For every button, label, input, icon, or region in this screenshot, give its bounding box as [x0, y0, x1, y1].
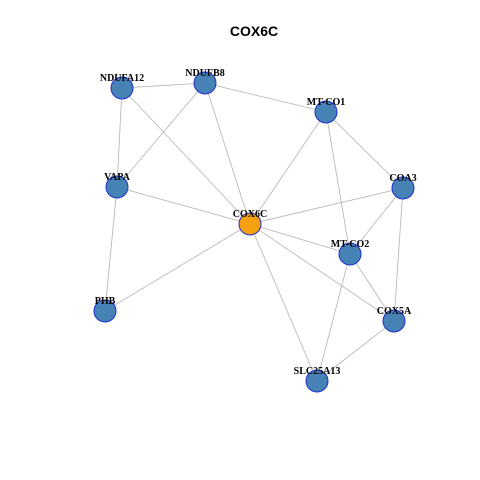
edge-mt-co1-coa3	[325, 111, 404, 189]
edge-coa3-cox6c	[249, 187, 404, 225]
node-circle-slc25a13	[305, 369, 329, 393]
edge-coa3-mt-co2	[349, 187, 404, 255]
node-ndufb8: NDUFB8	[185, 68, 225, 95]
edge-coa3-cox5a	[393, 187, 404, 322]
node-circle-phb	[93, 299, 117, 323]
node-vapa: VAPA	[104, 172, 131, 199]
node-label-ndufb8: NDUFB8	[185, 68, 224, 79]
edge-vapa-phb	[104, 186, 118, 312]
node-ndufa12: NDUFA12	[100, 73, 144, 100]
edge-cox6c-phb	[104, 223, 251, 312]
edge-mt-co2-cox5a	[349, 253, 395, 322]
node-circle-cox6c	[238, 212, 262, 236]
node-mt-co1: MT-CO1	[307, 97, 346, 124]
edge-layer	[104, 82, 404, 382]
graph-title: COX6C	[230, 23, 278, 39]
node-circle-ndufa12	[110, 76, 134, 100]
edge-ndufb8-mt-co1	[204, 82, 327, 113]
node-circle-vapa	[105, 175, 129, 199]
node-coa3: COA3	[389, 173, 417, 200]
node-slc25a13: SLC25A13	[294, 366, 341, 393]
node-circle-mt-co1	[314, 100, 338, 124]
node-circle-coa3	[391, 176, 415, 200]
node-label-cox5a: COX5A	[377, 306, 412, 317]
edge-ndufb8-vapa	[116, 82, 206, 188]
node-label-phb: PHB	[95, 296, 116, 307]
node-label-mt-co1: MT-CO1	[307, 97, 346, 108]
node-circle-mt-co2	[338, 242, 362, 266]
node-label-slc25a13: SLC25A13	[294, 366, 341, 377]
node-label-cox6c: COX6C	[233, 209, 267, 220]
edge-cox6c-slc25a13	[249, 223, 318, 382]
edge-cox6c-cox5a	[249, 223, 395, 322]
edge-cox6c-mt-co2	[249, 223, 351, 255]
edge-ndufa12-vapa	[116, 87, 123, 188]
node-phb: PHB	[93, 296, 117, 323]
edge-mt-co2-slc25a13	[316, 253, 351, 382]
node-cox5a: COX5A	[377, 306, 412, 333]
node-label-coa3: COA3	[389, 173, 416, 184]
node-label-ndufa12: NDUFA12	[100, 73, 144, 84]
edge-ndufa12-ndufb8	[121, 82, 206, 89]
edge-ndufa12-cox6c	[121, 87, 251, 225]
edge-ndufb8-cox6c	[204, 82, 251, 225]
edge-mt-co1-cox6c	[249, 111, 327, 225]
node-circle-cox5a	[382, 309, 406, 333]
edge-mt-co1-mt-co2	[325, 111, 351, 255]
edge-cox5a-slc25a13	[316, 320, 395, 382]
node-cox6c: COX6C	[233, 209, 267, 236]
node-label-mt-co2: MT-CO2	[331, 239, 370, 250]
edge-vapa-cox6c	[116, 186, 251, 225]
node-label-vapa: VAPA	[104, 172, 131, 183]
node-mt-co2: MT-CO2	[331, 239, 370, 266]
node-circle-ndufb8	[193, 71, 217, 95]
